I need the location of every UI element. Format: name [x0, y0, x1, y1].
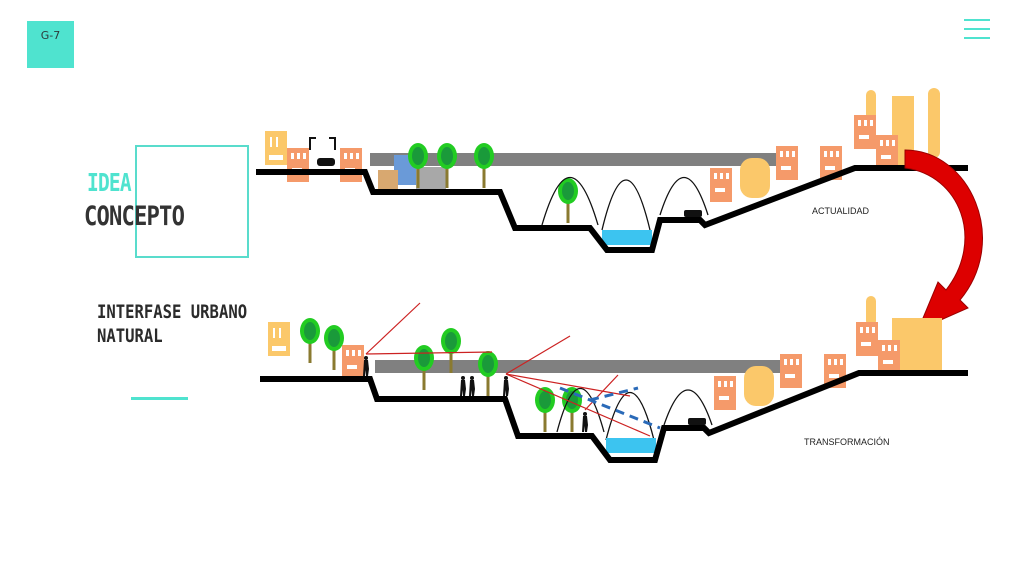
- arch: [541, 177, 599, 226]
- water-channel: [602, 230, 652, 245]
- tree: [478, 351, 498, 396]
- title-frame: [135, 145, 249, 258]
- accent-divider: [131, 397, 188, 400]
- building: [342, 345, 364, 379]
- building: [878, 340, 900, 374]
- title-idea: IDEA: [87, 168, 132, 197]
- hamburger-menu-icon[interactable]: [964, 19, 992, 41]
- road-top: [370, 153, 790, 166]
- church-tower: [866, 90, 876, 120]
- car-icon: [684, 210, 702, 217]
- building: [744, 366, 774, 406]
- tree: [558, 178, 578, 223]
- pedestrian-icon: [582, 412, 588, 432]
- subtitle-line2: NATURAL: [97, 325, 163, 347]
- streetlamp-icon: [309, 137, 336, 150]
- subtitle: INTERFASE URBANO NATURAL: [97, 300, 247, 348]
- subtitle-line1: INTERFASE URBANO: [97, 301, 248, 323]
- arch: [659, 177, 709, 216]
- arch: [663, 389, 713, 426]
- ground-profile: [260, 370, 968, 463]
- pedestrian-icon: [469, 376, 475, 396]
- water-channel: [606, 438, 656, 453]
- building: [268, 322, 290, 356]
- section-transformacion: [260, 296, 968, 463]
- building: [416, 167, 446, 189]
- church-tower: [928, 88, 940, 158]
- label-transformacion: TRANSFORMACIÓN: [804, 437, 890, 447]
- building: [780, 354, 802, 388]
- building: [287, 148, 309, 182]
- tree: [300, 318, 320, 363]
- church: [892, 318, 942, 370]
- church-tower: [866, 296, 876, 326]
- building: [854, 115, 876, 149]
- building: [710, 168, 732, 202]
- road-bottom: [375, 360, 795, 373]
- building: [856, 322, 878, 356]
- arch: [556, 387, 605, 433]
- sightlines: [365, 302, 651, 437]
- slide-badge: G-7: [27, 21, 74, 68]
- arch: [605, 392, 655, 441]
- building: [876, 135, 898, 169]
- building: [776, 146, 798, 180]
- building: [714, 376, 736, 410]
- arch: [601, 179, 651, 231]
- building: [340, 148, 362, 182]
- tree: [324, 325, 344, 370]
- building: [265, 131, 287, 165]
- label-actualidad: ACTUALIDAD: [812, 206, 870, 216]
- section-actualidad: [256, 88, 968, 253]
- building: [378, 170, 398, 190]
- building: [740, 158, 770, 198]
- dashed-flow: [559, 386, 661, 430]
- slide-badge-label: G-7: [40, 29, 61, 42]
- car-icon: [317, 158, 335, 166]
- curved-arrow-icon: [904, 149, 983, 331]
- pedestrian-icon: [460, 376, 466, 396]
- title-concepto: CONCEPTO: [84, 201, 185, 232]
- car-icon: [688, 418, 706, 425]
- ground-profile: [256, 165, 968, 253]
- pedestrian-icon: [503, 376, 509, 396]
